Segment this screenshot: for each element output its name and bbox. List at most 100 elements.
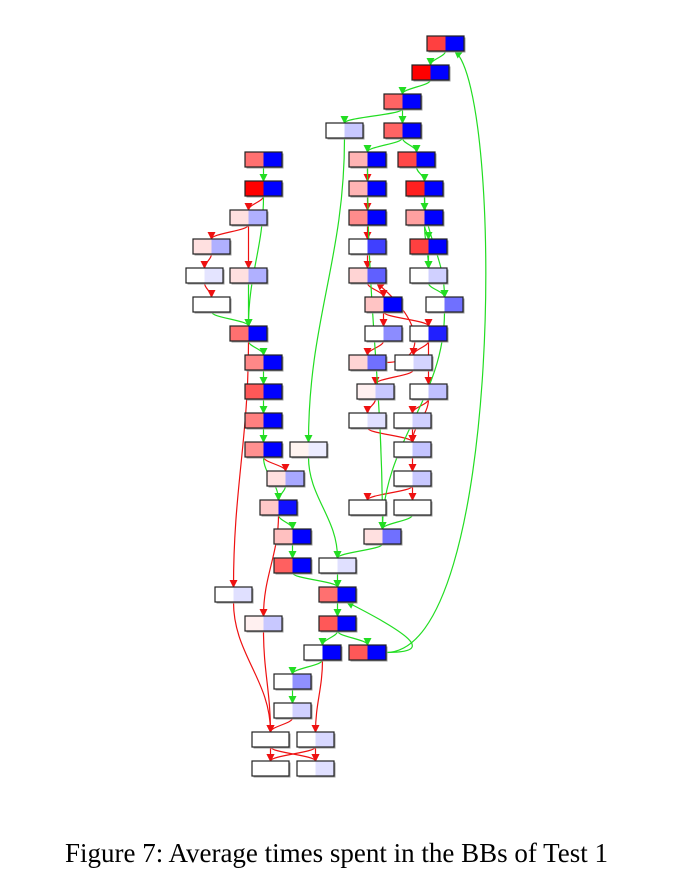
node-left-half xyxy=(252,761,271,776)
cfg-edge-branch xyxy=(363,398,377,414)
cfg-edge-branch xyxy=(266,717,294,733)
basic-block-node xyxy=(348,354,388,372)
basic-block-node xyxy=(244,383,284,401)
node-right-half xyxy=(412,413,431,428)
basic-block-node xyxy=(325,122,365,140)
node-border xyxy=(273,702,312,719)
node-right-half xyxy=(367,413,386,428)
node-border xyxy=(318,586,357,603)
node-right-half xyxy=(344,123,363,138)
node-border xyxy=(214,586,253,603)
basic-block-node xyxy=(318,586,358,604)
node-left-half xyxy=(394,500,413,515)
node-right-half xyxy=(428,239,447,254)
node-border xyxy=(192,238,231,255)
cfg-edge-fallthrough xyxy=(291,572,342,588)
node-border xyxy=(348,238,387,255)
node-border xyxy=(409,383,448,400)
node-border xyxy=(296,731,335,748)
node-border xyxy=(289,441,328,458)
basic-block-node xyxy=(411,64,451,82)
node-left-half xyxy=(230,326,249,341)
cfg-edge-branch xyxy=(266,746,317,762)
node-border xyxy=(273,557,312,574)
node-right-half xyxy=(322,645,341,660)
node-left-half xyxy=(412,65,431,80)
basic-block-node xyxy=(383,122,423,140)
node-left-half xyxy=(319,587,338,602)
node-left-half xyxy=(304,645,323,660)
node-right-half xyxy=(428,384,447,399)
basic-block-node xyxy=(244,151,284,169)
node-left-half xyxy=(384,123,403,138)
node-left-half xyxy=(410,268,429,283)
basic-block-node xyxy=(405,180,445,198)
node-border xyxy=(192,296,231,313)
node-right-half xyxy=(416,152,435,167)
node-left-half xyxy=(267,471,286,486)
node-right-half xyxy=(424,181,443,196)
basic-block-node xyxy=(348,267,388,285)
node-left-half xyxy=(349,413,368,428)
basic-block-node xyxy=(318,615,358,633)
node-right-half xyxy=(367,210,386,225)
basic-block-node xyxy=(185,267,225,285)
node-right-half xyxy=(337,616,356,631)
node-border xyxy=(394,354,433,371)
node-left-half xyxy=(319,616,338,631)
node-right-half xyxy=(367,355,386,370)
basic-block-node xyxy=(244,180,284,198)
basic-block-node xyxy=(259,499,299,517)
node-right-half xyxy=(292,558,311,573)
basic-block-node xyxy=(405,209,445,227)
node-border xyxy=(273,673,312,690)
node-left-half xyxy=(319,558,338,573)
cfg-edge-branch xyxy=(244,195,265,211)
node-border xyxy=(259,499,298,516)
basic-block-node xyxy=(364,296,404,314)
node-right-half xyxy=(430,65,449,80)
basic-block-node xyxy=(409,267,449,285)
node-right-half xyxy=(263,442,282,457)
node-border xyxy=(229,267,268,284)
basic-block-node xyxy=(273,528,313,546)
node-left-half xyxy=(297,761,316,776)
node-border xyxy=(185,267,224,284)
cfg-edge-fallthrough xyxy=(401,137,421,153)
node-right-half xyxy=(402,123,421,138)
cfg-edge-branch xyxy=(409,340,430,356)
node-right-half xyxy=(375,384,394,399)
node-right-half xyxy=(337,558,356,573)
basic-block-node xyxy=(289,441,329,459)
node-left-half xyxy=(326,123,345,138)
basic-block-node xyxy=(273,673,313,691)
basic-block-node xyxy=(229,325,269,343)
node-left-half xyxy=(245,616,264,631)
node-border xyxy=(244,180,283,197)
cfg-edge-branch xyxy=(207,224,250,240)
cfg-edge-fallthrough xyxy=(340,108,404,124)
node-left-half xyxy=(365,326,384,341)
basic-block-node xyxy=(397,151,437,169)
basic-block-node xyxy=(348,644,388,662)
cfg-edge-fallthrough xyxy=(427,282,449,298)
node-left-half xyxy=(410,326,429,341)
node-border xyxy=(426,35,465,52)
basic-block-node xyxy=(409,238,449,256)
node-right-half xyxy=(428,268,447,283)
node-right-half xyxy=(263,355,282,370)
node-border xyxy=(393,470,432,487)
node-border xyxy=(348,412,387,429)
node-border xyxy=(244,383,283,400)
node-left-half xyxy=(394,471,413,486)
node-border xyxy=(348,180,387,197)
node-right-half xyxy=(233,587,252,602)
node-left-half xyxy=(349,239,368,254)
node-border xyxy=(397,151,436,168)
node-left-half xyxy=(395,355,414,370)
cfg-edge-fallthrough xyxy=(345,601,413,654)
node-border xyxy=(356,383,395,400)
basic-block-node xyxy=(348,151,388,169)
node-left-half xyxy=(349,268,368,283)
basic-block-node xyxy=(393,441,433,459)
